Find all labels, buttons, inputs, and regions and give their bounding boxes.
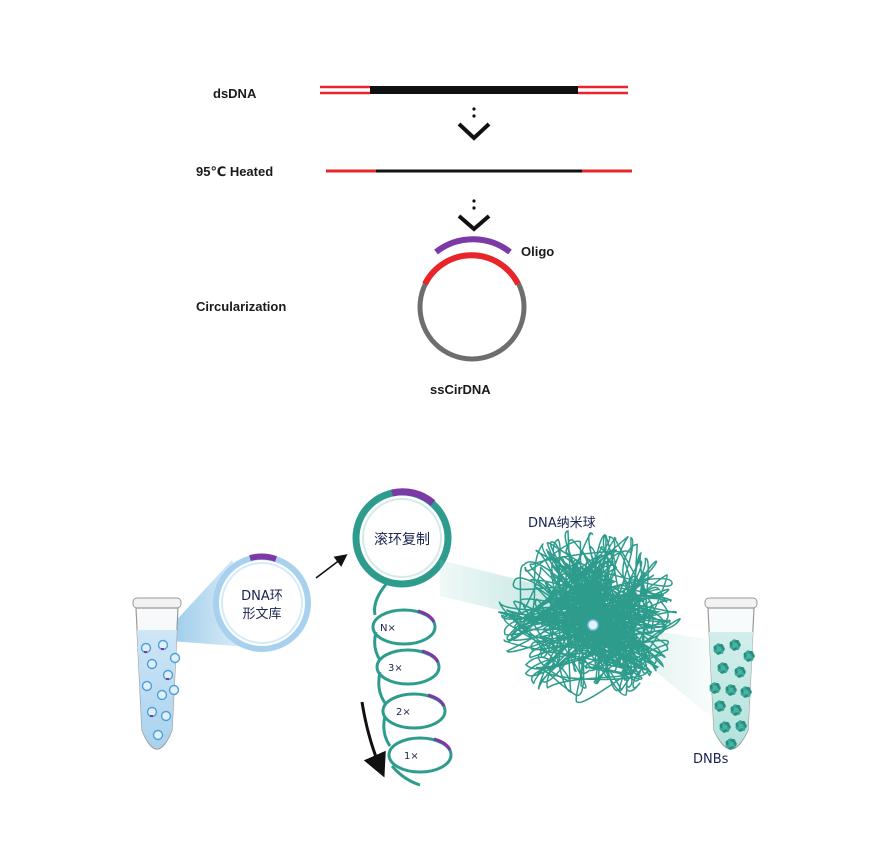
turn-label-3: 3×	[388, 663, 403, 674]
tube-library	[132, 597, 182, 750]
nanoball-core	[587, 619, 599, 631]
dnb-particle	[713, 643, 725, 655]
library-label-line2: 形文库	[242, 606, 281, 622]
tube-dnbs	[704, 597, 758, 750]
dnb-particle	[740, 686, 752, 698]
dnb-particle	[735, 720, 747, 732]
dsdna-label: dsDNA	[213, 86, 257, 101]
turn-label-1: 1×	[404, 751, 419, 762]
dnb-particle	[730, 704, 742, 716]
rca-coil	[371, 581, 453, 787]
oligo-label: Oligo	[521, 244, 554, 259]
dnb-particle	[719, 721, 731, 733]
dna-circular-library	[213, 553, 311, 652]
dnb-particle	[714, 700, 726, 712]
nanoball-label: DNA纳米球	[528, 516, 596, 531]
heated-label: 95℃ Heated	[196, 164, 273, 179]
circularization-label: Circularization	[196, 299, 286, 314]
turn-label-2: 2×	[396, 707, 411, 718]
rolling-circle-replication	[352, 488, 452, 588]
dnb-particle	[729, 639, 741, 651]
dnb-particle	[734, 666, 746, 678]
dnb-particle	[709, 682, 721, 694]
down-arrow-icon	[457, 199, 491, 232]
dna-nanoball	[498, 529, 681, 704]
sscirdna-label: ssCirDNA	[430, 382, 491, 397]
sscirdna-circle	[417, 236, 527, 362]
turn-label-n: N×	[380, 623, 396, 634]
rca-primer-marks	[417, 609, 452, 751]
library-label-line1: DNA环	[241, 589, 283, 604]
dsdna-strand	[320, 85, 628, 95]
dnb-particle	[725, 738, 737, 750]
arrow-icon	[315, 554, 348, 579]
dnb-particle	[717, 662, 729, 674]
nanoball-strand	[498, 529, 681, 704]
dnb-particle	[725, 684, 737, 696]
dnbs-label: DNBs	[693, 752, 729, 767]
direction-arrow-icon	[360, 701, 386, 778]
rca-label: 滚环复制	[374, 531, 430, 548]
dnb-particle	[743, 650, 755, 662]
down-arrow-icon	[457, 107, 491, 141]
